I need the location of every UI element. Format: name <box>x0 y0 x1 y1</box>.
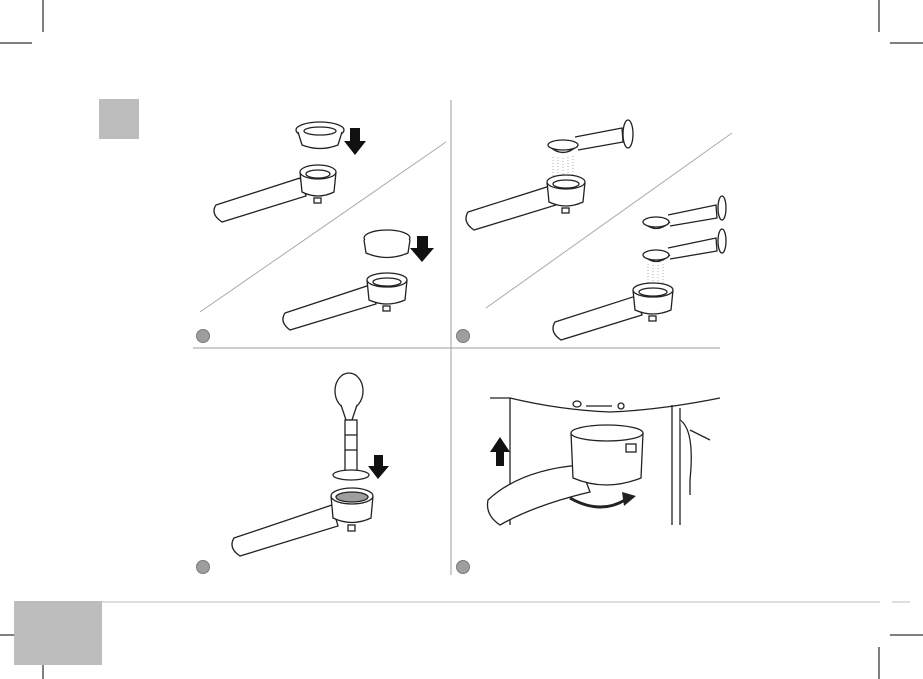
portafilter-icon <box>488 425 644 525</box>
rotate-arrow-icon <box>570 498 625 507</box>
